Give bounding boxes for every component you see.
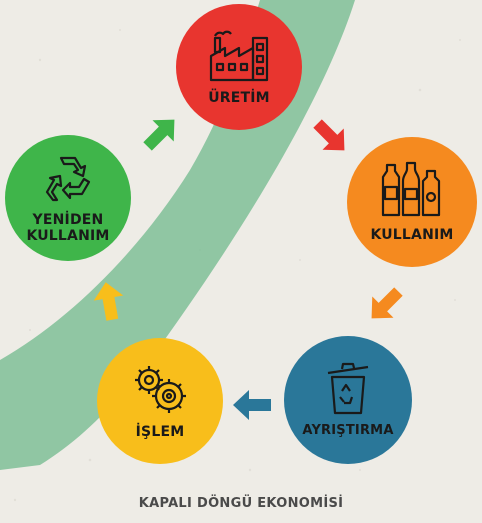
node-ayristirma: AYRIŞTIRMA — [284, 336, 412, 464]
arrow-yeniden-to-uretim — [143, 119, 175, 151]
bottles-icon — [381, 161, 441, 217]
recycle-bin-icon — [327, 362, 369, 415]
node-label-ayristirma: AYRIŞTIRMA — [302, 423, 394, 438]
node-label-uretim: ÜRETİM — [208, 90, 270, 106]
node-label-islem: İŞLEM — [135, 424, 185, 440]
factory-icon — [209, 30, 269, 82]
node-label-kullanim: KULLANIM — [370, 227, 454, 243]
arrow-islem-to-yeniden — [93, 282, 124, 321]
node-kullanim: KULLANIM — [347, 137, 477, 267]
node-label-yeniden-kullanim: YENİDEN KULLANIM — [26, 212, 110, 244]
diagram-caption: KAPALI DÖNGÜ EKONOMİSİ — [138, 496, 344, 511]
recycle-icon — [45, 156, 91, 202]
arrow-kullanim-to-ayristirma — [371, 287, 403, 319]
node-uretim: ÜRETİM — [176, 4, 302, 130]
node-yeniden-kullanim: YENİDEN KULLANIM — [5, 135, 131, 261]
arrow-uretim-to-kullanim — [313, 119, 345, 151]
gears-icon — [135, 366, 186, 413]
node-islem: İŞLEM — [97, 338, 223, 464]
arrow-ayristirma-to-islem — [233, 390, 271, 420]
